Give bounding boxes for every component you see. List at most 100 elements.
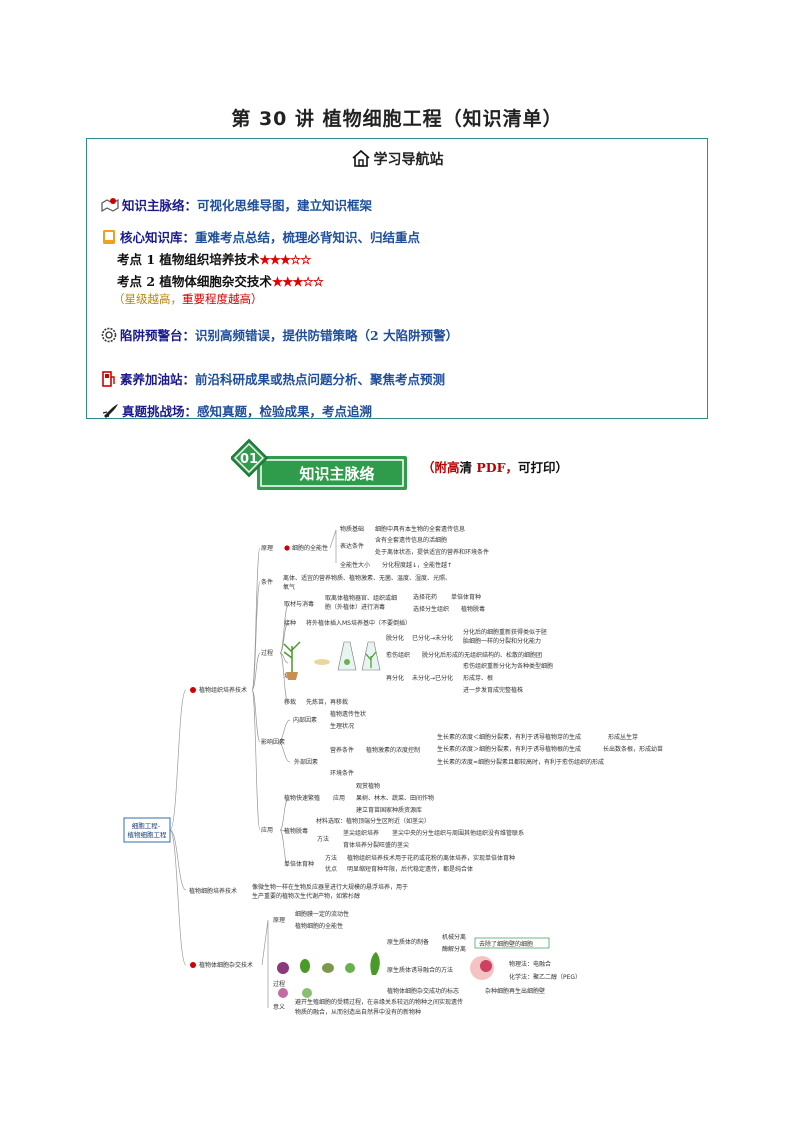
nav-row-desc: 重难考点总结，梳理必背知识、归结重点 (195, 230, 421, 245)
svg-text:选择分生组织: 选择分生组织 (413, 605, 449, 613)
svg-text:茎尖组织培养: 茎尖组织培养 (343, 829, 379, 837)
nav-row-label: 知识主脉络： (122, 198, 198, 213)
svg-text:原理: 原理 (261, 545, 273, 552)
svg-text:原理: 原理 (273, 917, 285, 924)
svg-text:像微生物一样在生物反应器里进行大规模的悬浮培养，用于: 像微生物一样在生物反应器里进行大规模的悬浮培养，用于 (252, 883, 408, 891)
svg-text:植物脱毒: 植物脱毒 (284, 827, 308, 835)
svg-text:愈伤组织: 愈伤组织 (386, 651, 410, 659)
svg-text:物质的融合，从而创造出自然界中没有的新物种: 物质的融合，从而创造出自然界中没有的新物种 (295, 1008, 421, 1016)
svg-text:意义: 意义 (273, 1003, 285, 1011)
svg-text:酶解分离: 酶解分离 (442, 945, 466, 953)
star-note: （星级越高，重要程度越高） (113, 292, 263, 306)
nav-row-desc: 识别高频错误，提供防错策略（2 大陷阱预警） (195, 328, 459, 343)
svg-text:细胞膜一定的流动性: 细胞膜一定的流动性 (295, 910, 349, 918)
svg-text:植物细胞的全能性: 植物细胞的全能性 (295, 922, 343, 930)
svg-text:细胞的全能性: 细胞的全能性 (292, 544, 328, 552)
svg-text:胞（外植体）进行消毒: 胞（外植体）进行消毒 (325, 603, 385, 611)
svg-text:单倍体育种: 单倍体育种 (284, 860, 314, 868)
svg-text:生长素的浓度≈细胞分裂素且都较高时，有利于愈伤组织的形成: 生长素的浓度≈细胞分裂素且都较高时，有利于愈伤组织的形成 (437, 758, 604, 766)
svg-text:含有全套遗传信息的活细胞: 含有全套遗传信息的活细胞 (375, 536, 447, 544)
svg-text:杂种细胞再生出细胞壁: 杂种细胞再生出细胞壁 (485, 987, 545, 995)
page-title: 第 30 讲 植物细胞工程（知识清单） (231, 108, 563, 130)
svg-text:材料选取：植物顶端分生区附近（如茎尖）: 材料选取：植物顶端分生区附近（如茎尖） (316, 817, 430, 825)
svg-text:原生质体诱导融合的方法: 原生质体诱导融合的方法 (387, 966, 453, 974)
svg-text:取离体植物器官、组织或细: 取离体植物器官、组织或细 (325, 594, 397, 602)
section-number: 01 (240, 452, 258, 467)
rocket-icon (101, 403, 119, 422)
svg-text:内部因素: 内部因素 (293, 716, 317, 724)
svg-text:影响因素: 影响因素 (261, 738, 285, 746)
svg-text:应用: 应用 (333, 794, 345, 802)
svg-text:植物组织培养技术用于花药或花粉的离体培养，实现单倍体育种: 植物组织培养技术用于花药或花粉的离体培养，实现单倍体育种 (347, 854, 515, 862)
svg-text:分化程度越↓，全能性越↑: 分化程度越↓，全能性越↑ (382, 561, 452, 569)
svg-text:环境条件: 环境条件 (330, 769, 354, 777)
svg-text:条件: 条件 (261, 578, 273, 586)
svg-text:过程: 过程 (273, 980, 285, 988)
svg-text:离体、适宜的营养物质、植物激素、无菌、温度、湿度、光照、: 离体、适宜的营养物质、植物激素、无菌、温度、湿度、光照、 (283, 574, 451, 582)
svg-text:氧气: 氧气 (283, 583, 295, 591)
svg-text:将外植体插入MS培养基中（不要倒插）: 将外植体插入MS培养基中（不要倒插） (306, 619, 411, 627)
svg-text:明显缩短育种年限，后代稳定遗传，都是纯合体: 明显缩短育种年限，后代稳定遗传，都是纯合体 (347, 865, 473, 873)
section-label: 知识主脉络 (299, 465, 374, 483)
svg-text:建立育苗国家种质资源库: 建立育苗国家种质资源库 (356, 806, 422, 814)
svg-text:原生质体的制备: 原生质体的制备 (387, 938, 429, 946)
branch-somatic-hybrid: 植物体细胞杂交技术 (199, 961, 253, 969)
svg-text:生长素的浓度＜细胞分裂素，有利于诱导植物芽的生成: 生长素的浓度＜细胞分裂素，有利于诱导植物芽的生成 (437, 733, 581, 741)
svg-text:营养条件: 营养条件 (330, 746, 354, 754)
key-point-text: 考点 2 植物体细胞杂交技术 (117, 274, 272, 289)
fuel-pump-icon (101, 370, 117, 391)
protoplast-illustration (277, 952, 494, 998)
svg-text:机械分离: 机械分离 (442, 933, 466, 941)
nav-row-exam[interactable]: 真题挑战场：感知真题，检验成果，考点追溯 (101, 401, 372, 422)
svg-text:优点: 优点 (325, 865, 337, 873)
nav-row-label: 核心知识库： (120, 230, 196, 245)
nav-row-label: 陷阱预警台： (120, 328, 196, 343)
nav-row-label: 素养加油站： (120, 372, 196, 387)
nav-row-desc: 感知真题，检验成果，考点追溯 (197, 404, 373, 419)
svg-text:单倍体育种: 单倍体育种 (451, 593, 481, 601)
svg-text:移栽: 移栽 (284, 698, 296, 706)
svg-text:胎细胞一样的分裂和分化能力: 胎细胞一样的分裂和分化能力 (463, 637, 541, 645)
svg-text:过程: 过程 (261, 649, 273, 657)
svg-text:形成芽、根: 形成芽、根 (463, 674, 493, 682)
nav-row-label: 真题挑战场： (122, 404, 198, 419)
home-icon (351, 149, 371, 171)
section-badge: 01 知识主脉络 (229, 434, 411, 494)
pdf-note: （附高清 PDF，可打印） (422, 460, 569, 475)
svg-text:生理状况: 生理状况 (330, 722, 354, 730)
key-point-text: 考点 1 植物组织培养技术 (117, 252, 260, 267)
svg-text:全能性大小: 全能性大小 (340, 561, 370, 569)
svg-text:再分化: 再分化 (386, 674, 404, 682)
svg-text:去除了细胞壁的细胞: 去除了细胞壁的细胞 (479, 940, 533, 948)
svg-text:未分化→已分化: 未分化→已分化 (412, 674, 453, 682)
svg-text:植物遗传性状: 植物遗传性状 (330, 710, 366, 718)
svg-text:生长素的浓度＞细胞分裂素，有利于诱导植物根的生成: 生长素的浓度＞细胞分裂素，有利于诱导植物根的生成 (437, 745, 581, 753)
nav-row-boost[interactable]: 素养加油站：前沿科研成果或热点问题分析、聚焦考点预测 (101, 369, 445, 391)
svg-text:接种: 接种 (284, 619, 296, 627)
book-icon (101, 229, 117, 248)
map-pin-icon (101, 197, 119, 216)
nav-row-mindmap[interactable]: 知识主脉络：可视化思维导图，建立知识框架 (101, 195, 372, 216)
svg-text:果树、林木、蔬菜、田间作物: 果树、林木、蔬菜、田间作物 (356, 794, 434, 802)
star-rating: ★★★☆☆ (259, 252, 311, 267)
nav-row-trap[interactable]: 陷阱预警台：识别高频错误，提供防错策略（2 大陷阱预警） (101, 325, 458, 346)
nav-row-core[interactable]: 核心知识库：重难考点总结，梳理必背知识、归结重点 (101, 227, 420, 248)
svg-text:先炼苗，再移栽: 先炼苗，再移栽 (306, 698, 348, 706)
svg-text:植物快速繁殖: 植物快速繁殖 (284, 794, 320, 802)
svg-text:处于离体状态，提供适宜的营养和环境条件: 处于离体状态，提供适宜的营养和环境条件 (375, 548, 489, 556)
svg-text:选择花药: 选择花药 (413, 593, 437, 601)
svg-text:愈伤组织重新分化为各种类型细胞: 愈伤组织重新分化为各种类型细胞 (463, 662, 553, 670)
svg-text:植物体细胞杂交成功的标志: 植物体细胞杂交成功的标志 (387, 987, 459, 995)
svg-text:脱分化: 脱分化 (386, 634, 404, 642)
study-navigation-box: 学习导航站 知识主脉络：可视化思维导图，建立知识框架 核心知识库：重难考点总结，… (86, 138, 708, 419)
svg-text:已分化→未分化: 已分化→未分化 (412, 634, 453, 642)
svg-text:长出数条根，形成幼苗: 长出数条根，形成幼苗 (603, 745, 663, 753)
culture-illustration (283, 641, 381, 680)
root-line2: 植物细胞工程 (128, 830, 168, 839)
svg-text:方法: 方法 (325, 854, 337, 862)
svg-text:表达条件: 表达条件 (340, 542, 364, 550)
svg-text:脱分化后形成的无组织结构的、松散的细胞团: 脱分化后形成的无组织结构的、松散的细胞团 (422, 651, 542, 659)
svg-text:育体培养分裂旺盛的茎尖: 育体培养分裂旺盛的茎尖 (343, 841, 409, 849)
key-point-1: 考点 1 植物组织培养技术★★★☆☆ (117, 249, 311, 268)
